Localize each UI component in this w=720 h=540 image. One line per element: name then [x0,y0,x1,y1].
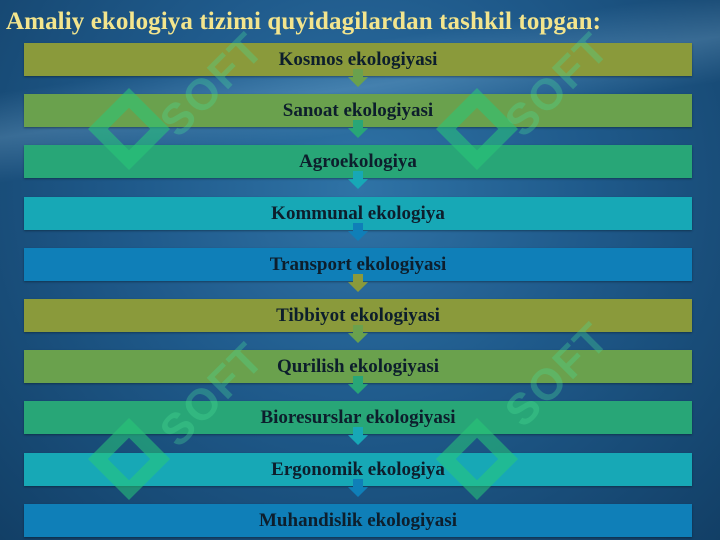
step-label: Sanoat ekologiyasi [282,99,434,121]
step-label: Bioresurslar ekologiyasi [260,406,456,428]
slide-title: Amaliy ekologiya tizimi quyidagilardan t… [6,8,602,35]
ecology-flow-diagram: Kosmos ekologiyasi Sanoat ekologiyasi Ag… [24,43,692,540]
step-label: Transport ekologiyasi [269,253,447,275]
step-label: Qurilish ekologiyasi [276,355,440,377]
step-label: Muhandislik ekologiyasi [259,509,457,531]
step-muhandislik-ekologiyasi: Muhandislik ekologiyasi [24,504,692,537]
step-label: Agroekologiya [299,150,417,172]
step-label: Tibbiyot ekologiyasi [276,304,440,326]
step-label: Kommunal ekologiya [271,202,445,224]
step-label: Ergonomik ekologiya [271,458,445,480]
step-label: Kosmos ekologiyasi [278,48,438,70]
